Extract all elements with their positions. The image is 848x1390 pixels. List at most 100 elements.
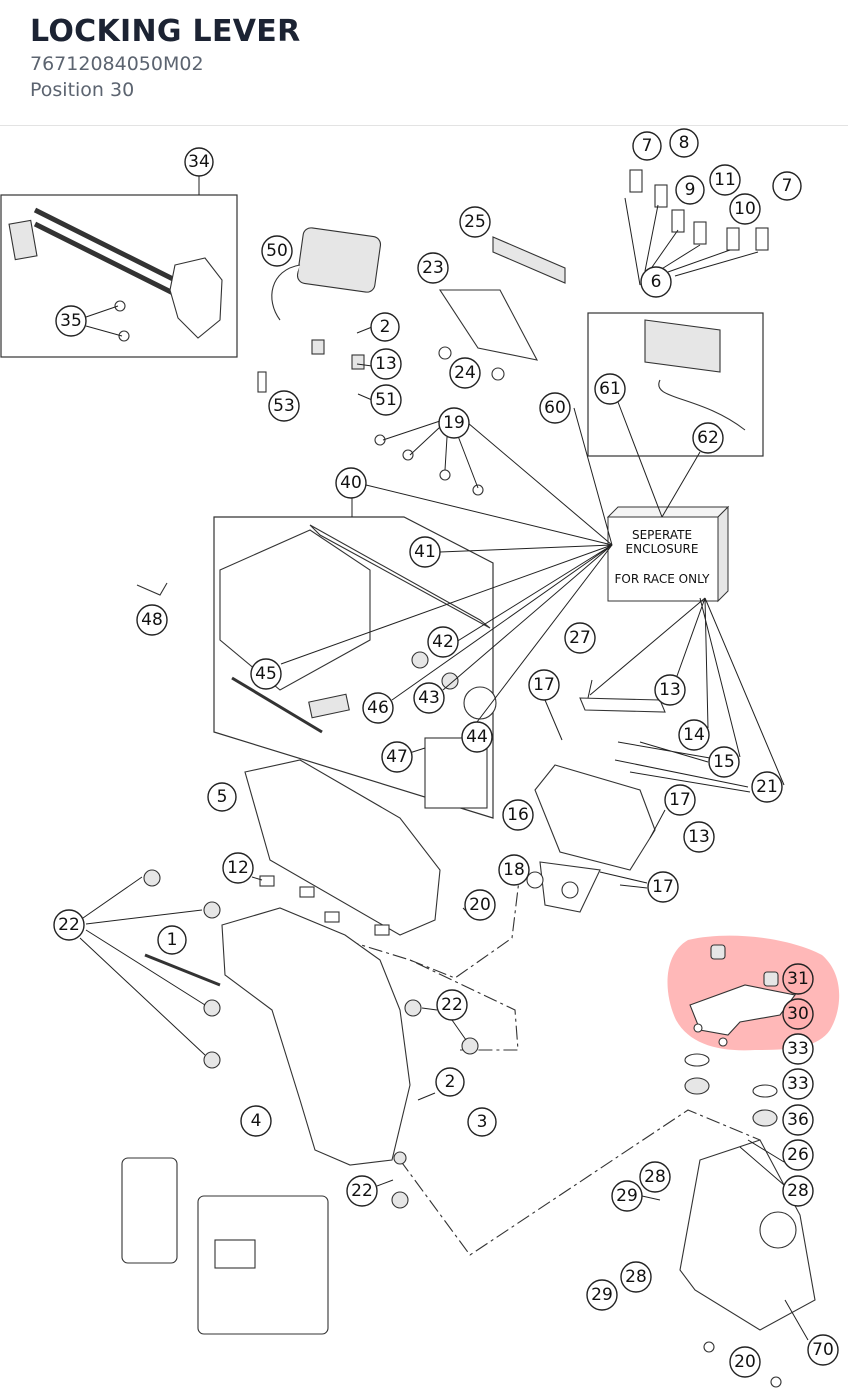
svg-text:35: 35	[60, 311, 82, 331]
callout-17[interactable]: 17	[528, 669, 560, 701]
callout-12[interactable]: 12	[222, 852, 254, 884]
callout-28[interactable]: 28	[639, 1161, 671, 1193]
callout-42[interactable]: 42	[427, 626, 459, 658]
callout-8[interactable]: 8	[669, 128, 699, 158]
svg-text:22: 22	[351, 1181, 373, 1201]
callout-11[interactable]: 11	[709, 164, 741, 196]
svg-text:17: 17	[669, 790, 691, 810]
callout-13[interactable]: 13	[654, 674, 686, 706]
callout-41[interactable]: 41	[409, 536, 441, 568]
callout-22[interactable]: 22	[346, 1175, 378, 1207]
svg-text:17: 17	[533, 675, 555, 695]
svg-text:40: 40	[340, 473, 362, 493]
callout-60[interactable]: 60	[539, 392, 571, 424]
box-assembly-34	[0, 194, 238, 358]
callout-7[interactable]: 7	[632, 131, 662, 161]
svg-text:25: 25	[464, 212, 486, 232]
callout-33[interactable]: 33	[782, 1033, 814, 1065]
callout-62[interactable]: 62	[692, 422, 724, 454]
callout-13[interactable]: 13	[683, 821, 715, 853]
callout-21[interactable]: 21	[751, 771, 783, 803]
callout-24[interactable]: 24	[449, 357, 481, 389]
callout-16[interactable]: 16	[502, 799, 534, 831]
callout-5[interactable]: 5	[207, 782, 237, 812]
callout-53[interactable]: 53	[268, 390, 300, 422]
callout-48[interactable]: 48	[136, 604, 168, 636]
callout-26[interactable]: 26	[782, 1139, 814, 1171]
callout-17[interactable]: 17	[647, 871, 679, 903]
svg-text:28: 28	[644, 1167, 666, 1187]
callout-13[interactable]: 13	[370, 348, 402, 380]
callout-34[interactable]: 34	[184, 147, 214, 177]
callout-47[interactable]: 47	[381, 741, 413, 773]
svg-text:29: 29	[591, 1285, 613, 1305]
callout-70[interactable]: 70	[807, 1334, 839, 1366]
svg-text:30: 30	[787, 1004, 809, 1024]
callout-29[interactable]: 29	[586, 1279, 618, 1311]
callout-46[interactable]: 46	[362, 692, 394, 724]
callout-45[interactable]: 45	[250, 658, 282, 690]
callout-18[interactable]: 18	[498, 854, 530, 886]
callout-20[interactable]: 20	[464, 889, 496, 921]
svg-text:43: 43	[418, 688, 440, 708]
callout-4[interactable]: 4	[240, 1105, 272, 1137]
callout-35[interactable]: 35	[55, 305, 87, 337]
svg-text:61: 61	[599, 379, 621, 399]
svg-text:33: 33	[787, 1039, 809, 1059]
callout-61[interactable]: 61	[594, 373, 626, 405]
svg-text:22: 22	[58, 915, 80, 935]
callout-28[interactable]: 28	[620, 1261, 652, 1293]
callout-30[interactable]: 30	[782, 998, 814, 1030]
callout-7[interactable]: 7	[772, 171, 802, 201]
callout-2[interactable]: 2	[370, 312, 400, 342]
callout-23[interactable]: 23	[417, 252, 449, 284]
svg-text:45: 45	[255, 664, 277, 684]
callout-17[interactable]: 17	[664, 784, 696, 816]
svg-text:13: 13	[375, 354, 397, 374]
svg-text:22: 22	[441, 995, 463, 1015]
svg-text:29: 29	[616, 1186, 638, 1206]
callout-36[interactable]: 36	[782, 1104, 814, 1136]
callout-6[interactable]: 6	[640, 266, 672, 298]
leader-lines	[79, 176, 809, 1341]
svg-text:15: 15	[713, 752, 735, 772]
svg-text:44: 44	[466, 727, 488, 747]
callout-15[interactable]: 15	[708, 746, 740, 778]
callout-20[interactable]: 20	[729, 1346, 761, 1378]
callout-22[interactable]: 22	[436, 989, 468, 1021]
svg-text:14: 14	[683, 725, 705, 745]
page-title: LOCKING LEVER	[30, 14, 301, 49]
svg-text:31: 31	[787, 969, 809, 989]
part-drawings	[8, 169, 816, 1388]
callout-3[interactable]: 3	[467, 1107, 497, 1137]
svg-text:17: 17	[652, 877, 674, 897]
svg-text:18: 18	[503, 860, 525, 880]
callout-29[interactable]: 29	[611, 1180, 643, 1212]
callout-10[interactable]: 10	[729, 193, 761, 225]
callout-19[interactable]: 19	[438, 407, 470, 439]
callout-43[interactable]: 43	[413, 682, 445, 714]
callout-25[interactable]: 25	[459, 206, 491, 238]
callout-28[interactable]: 28	[782, 1175, 814, 1207]
callout-14[interactable]: 14	[678, 719, 710, 751]
svg-text:28: 28	[625, 1267, 647, 1287]
callout-50[interactable]: 50	[261, 235, 293, 267]
svg-text:48: 48	[141, 610, 163, 630]
page-header: LOCKING LEVER 76712084050M02 Position 30	[0, 0, 848, 126]
svg-text:33: 33	[787, 1074, 809, 1094]
svg-text:41: 41	[414, 542, 436, 562]
callout-22[interactable]: 22	[53, 909, 85, 941]
callout-2[interactable]: 2	[435, 1067, 465, 1097]
callout-1[interactable]: 1	[157, 925, 187, 955]
callout-40[interactable]: 40	[335, 467, 367, 499]
svg-text:9: 9	[685, 180, 696, 200]
callout-27[interactable]: 27	[564, 622, 596, 654]
callout-31[interactable]: 31	[782, 963, 814, 995]
svg-text:20: 20	[734, 1352, 756, 1372]
callout-44[interactable]: 44	[461, 721, 493, 753]
svg-text:4: 4	[251, 1111, 262, 1131]
callout-51[interactable]: 51	[370, 384, 402, 416]
box-assembly-40	[213, 516, 494, 819]
callout-9[interactable]: 9	[675, 175, 705, 205]
callout-33[interactable]: 33	[782, 1068, 814, 1100]
